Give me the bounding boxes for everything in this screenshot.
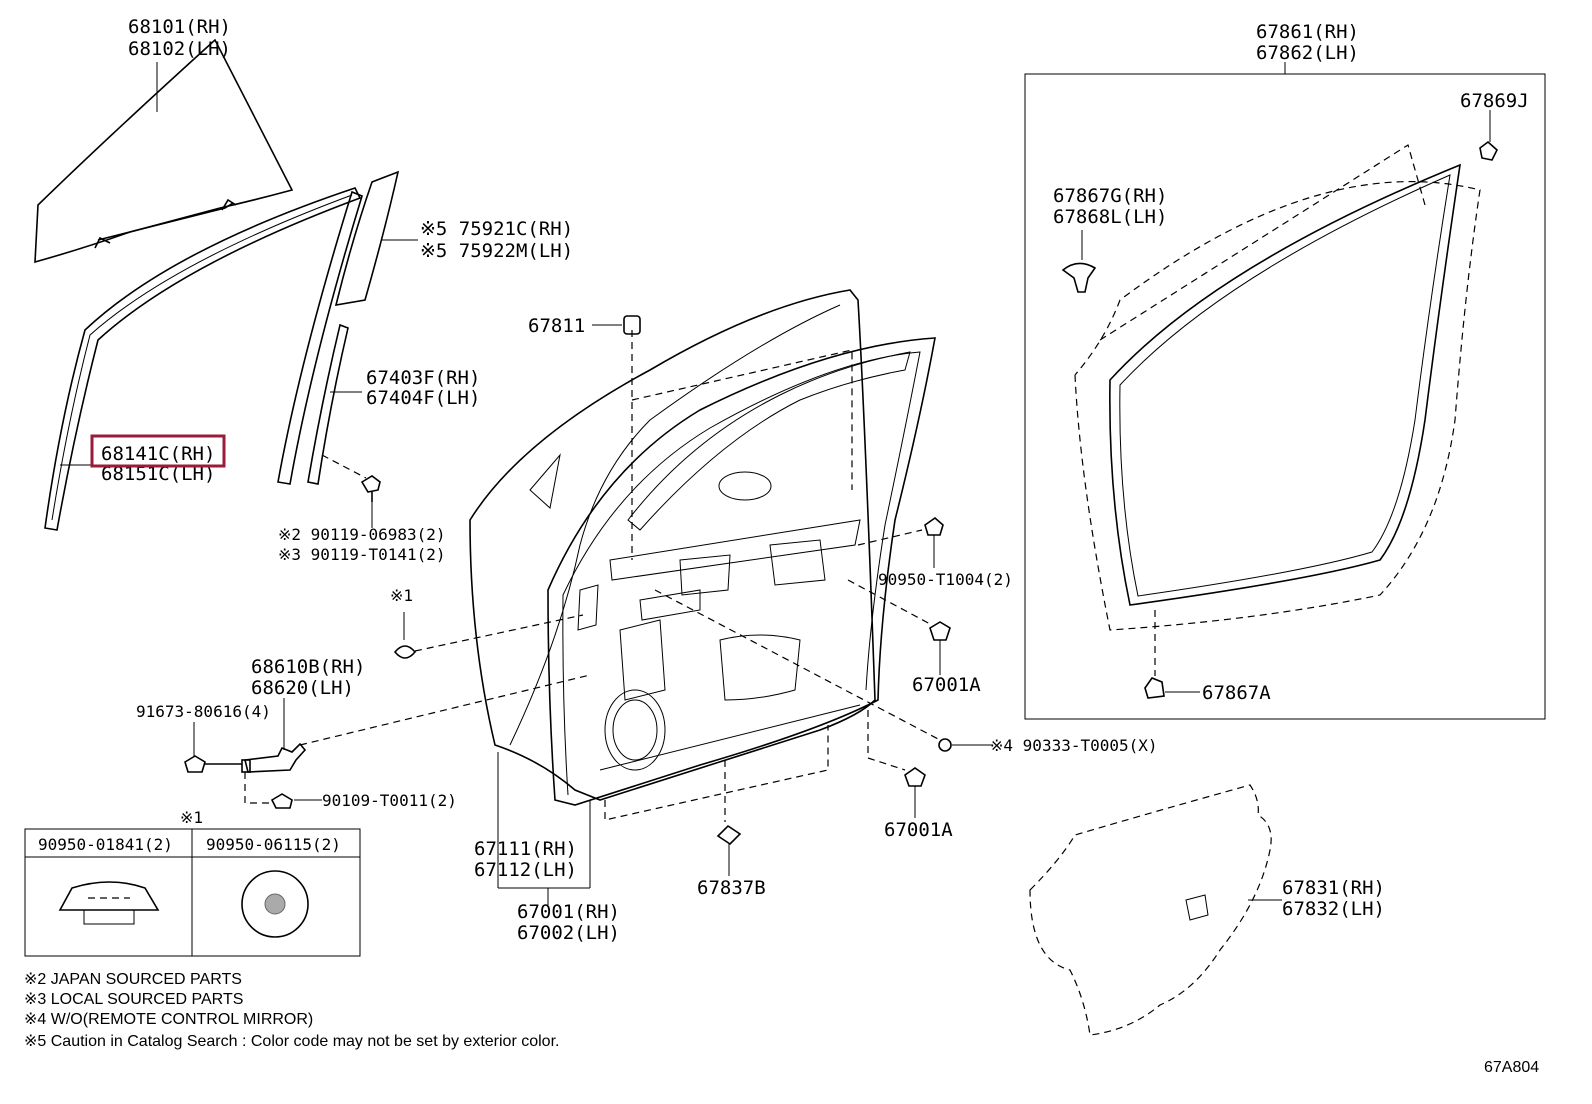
door-check-part[interactable] bbox=[241, 698, 307, 773]
svg-text:※5 75921C(RH): ※5 75921C(RH) bbox=[420, 218, 573, 240]
svg-text:68101(RH): 68101(RH) bbox=[128, 16, 231, 38]
cushion-part[interactable] bbox=[592, 315, 641, 335]
clip-e-label[interactable]: 67867A bbox=[1202, 682, 1271, 704]
hole-plug-part[interactable] bbox=[938, 738, 992, 752]
bolt-c-part[interactable] bbox=[244, 772, 322, 809]
hole-plug-label[interactable]: ※4 90333-T0005(X) bbox=[990, 736, 1158, 755]
svg-text:67862(LH): 67862(LH) bbox=[1256, 42, 1359, 64]
svg-text:68102(LH): 68102(LH) bbox=[128, 38, 231, 60]
stopper-b-label[interactable]: 67001A bbox=[884, 819, 953, 841]
svg-text:68141C(RH): 68141C(RH) bbox=[101, 443, 215, 465]
front-run-channel[interactable] bbox=[44, 187, 362, 531]
footnotes: ※2 JAPAN SOURCED PARTS ※3 LOCAL SOURCED … bbox=[24, 971, 559, 1050]
note-3: ※4 W/O(REMOTE CONTROL MIRROR) bbox=[24, 1011, 313, 1028]
stopper-a-label[interactable]: 67001A bbox=[912, 674, 981, 696]
bolt-b-part[interactable] bbox=[184, 722, 242, 773]
bolt-a-label[interactable]: ※2 90119-06983(2) ※3 90119-T0141(2) bbox=[278, 525, 446, 564]
svg-text:67002(LH): 67002(LH) bbox=[517, 922, 620, 944]
svg-text:67861(RH): 67861(RH) bbox=[1256, 21, 1359, 43]
bolt-c-label[interactable]: 90109-T0011(2) bbox=[322, 791, 457, 810]
door-dashed-outline bbox=[299, 330, 941, 822]
plug-part[interactable] bbox=[393, 612, 417, 659]
clip-c-label[interactable]: 67869J bbox=[1460, 90, 1529, 112]
plug-cap-icon bbox=[58, 881, 160, 925]
figure-code: 67A804 bbox=[1484, 1059, 1539, 1076]
svg-text:67112(LH): 67112(LH) bbox=[474, 859, 577, 881]
plug-label[interactable]: ※1 bbox=[390, 586, 413, 605]
svg-text:68151C(LH): 68151C(LH) bbox=[101, 463, 215, 485]
table-note: ※1 bbox=[180, 808, 203, 827]
svg-text:67001(RH): 67001(RH) bbox=[517, 901, 620, 923]
cover-label[interactable]: 67831(RH) 67832(LH) bbox=[1282, 877, 1385, 920]
division-bar-molding[interactable] bbox=[334, 170, 418, 306]
bolt-a-part[interactable] bbox=[321, 454, 381, 528]
glass-label[interactable]: 68101(RH) 68102(LH) bbox=[128, 16, 231, 60]
svg-text:68620(LH): 68620(LH) bbox=[251, 677, 354, 699]
svg-text:※2 90119-06983(2): ※2 90119-06983(2) bbox=[278, 525, 446, 544]
plug-table: ※1 90950-01841(2) 90950-06115(2) bbox=[24, 808, 361, 957]
note-4: ※5 Caution in Catalog Search : Color cod… bbox=[24, 1033, 559, 1050]
bolt-b-label[interactable]: 91673-80616(4) bbox=[136, 702, 271, 721]
stopper-a-part[interactable] bbox=[929, 621, 951, 675]
svg-text:67831(RH): 67831(RH) bbox=[1282, 877, 1385, 899]
weatherstrip-box bbox=[1024, 62, 1546, 720]
clip-d-label[interactable]: 67867G(RH) 67868L(LH) bbox=[1053, 185, 1167, 228]
clip-c-part[interactable] bbox=[1479, 110, 1498, 161]
clip-e-part[interactable] bbox=[1144, 610, 1200, 699]
door-glass[interactable] bbox=[34, 38, 294, 264]
clip-a-label[interactable]: 90950-T1004(2) bbox=[878, 570, 1013, 589]
svg-text:※3 90119-T0141(2): ※3 90119-T0141(2) bbox=[278, 545, 446, 564]
clip-d-part[interactable] bbox=[1061, 230, 1097, 293]
clip-a-part[interactable] bbox=[924, 516, 944, 568]
svg-text:67404F(LH): 67404F(LH) bbox=[366, 387, 480, 409]
svg-text:67403F(RH): 67403F(RH) bbox=[366, 367, 480, 389]
table-header-2: 90950-06115(2) bbox=[206, 835, 341, 854]
table-header-1: 90950-01841(2) bbox=[38, 835, 173, 854]
weatherstrip-label[interactable]: 67861(RH) 67862(LH) bbox=[1256, 21, 1359, 64]
molding-label[interactable]: ※5 75921C(RH) ※5 75922M(LH) bbox=[420, 218, 573, 262]
run-channel-label[interactable]: 67403F(RH) 67404F(LH) bbox=[366, 367, 480, 409]
rear-run-channel[interactable] bbox=[277, 190, 363, 485]
panel-label[interactable]: 67111(RH) 67112(LH) bbox=[474, 838, 577, 881]
clip-b-label[interactable]: 67837B bbox=[697, 877, 766, 899]
svg-text:67111(RH): 67111(RH) bbox=[474, 838, 577, 860]
cushion-label[interactable]: 67811 bbox=[528, 315, 585, 337]
svg-text:67832(LH): 67832(LH) bbox=[1282, 898, 1385, 920]
door-check-label[interactable]: 68610B(RH) 68620(LH) bbox=[251, 656, 365, 699]
door-assembly-label[interactable]: 67001(RH) 67002(LH) bbox=[517, 901, 620, 944]
front-channel-label[interactable]: 68141C(RH) 68151C(LH) bbox=[90, 434, 226, 485]
note-2: ※3 LOCAL SOURCED PARTS bbox=[24, 991, 243, 1008]
svg-text:67867G(RH): 67867G(RH) bbox=[1053, 185, 1167, 207]
round-plug-icon bbox=[241, 870, 309, 938]
svg-text:68610B(RH): 68610B(RH) bbox=[251, 656, 365, 678]
clip-b-part[interactable] bbox=[716, 824, 742, 876]
svg-text:※5 75922M(LH): ※5 75922M(LH) bbox=[420, 240, 573, 262]
stopper-b-part[interactable] bbox=[904, 767, 926, 818]
highlight-box bbox=[90, 434, 226, 468]
weatherstrip-part[interactable] bbox=[1074, 144, 1481, 631]
svg-text:67868L(LH): 67868L(LH) bbox=[1053, 206, 1167, 228]
note-1: ※2 JAPAN SOURCED PARTS bbox=[24, 971, 242, 988]
service-hole-cover-part[interactable] bbox=[1029, 784, 1282, 1036]
door-assembly[interactable] bbox=[469, 289, 936, 905]
